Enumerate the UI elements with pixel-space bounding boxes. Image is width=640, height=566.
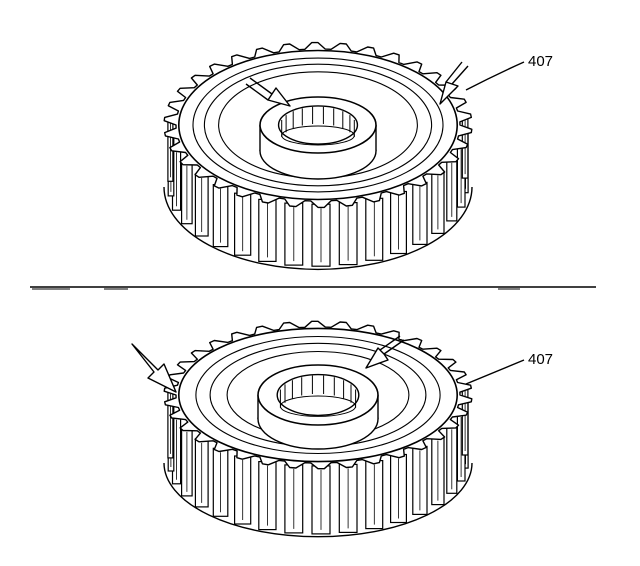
gear-hub [259, 96, 377, 180]
callout-407-top: 407 [465, 53, 553, 91]
gear-teeth [167, 115, 469, 267]
callout-label-bottom: 407 [528, 351, 553, 368]
hub-splines [281, 106, 355, 137]
arrow-icon [245, 77, 291, 107]
arrow-icon [365, 335, 405, 369]
gear-top-view [163, 41, 473, 271]
gear-bottom-view [163, 320, 473, 538]
callout-label-top: 407 [528, 53, 553, 70]
callout-407-bottom: 407 [465, 351, 553, 385]
arrow-icon [439, 61, 469, 105]
hub-splines [279, 375, 357, 408]
gear-hub [257, 364, 379, 450]
separator-line [30, 286, 596, 290]
arrow-icon [131, 343, 177, 393]
